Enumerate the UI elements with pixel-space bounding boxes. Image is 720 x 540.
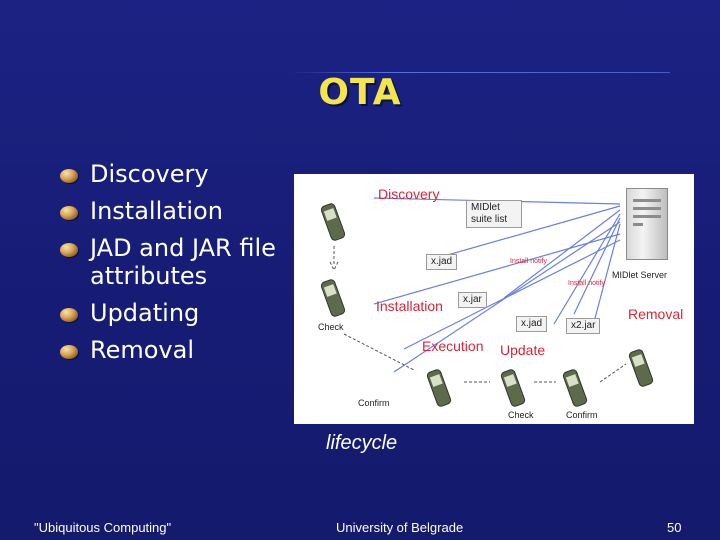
bullet-item: JAD and JAR file attributes [60,234,300,290]
title-divider [290,72,670,73]
install-notify-label: Install notify [510,258,547,265]
removal-label: Removal [628,306,684,322]
server-icon [626,188,668,260]
phone-icon [562,369,588,407]
bullet-item: Discovery [60,160,300,188]
slide-title: OTA [318,72,402,113]
bullet-text: Discovery [90,160,209,188]
footer-course: "Ubiquitous Computing" [34,520,172,535]
jar-box: x.jar [458,292,487,308]
phone-icon [500,369,526,407]
jad-box-2: x.jad [516,316,548,332]
bullet-text: JAD and JAR file attributes [90,234,276,290]
jad-box: x.jad [426,254,458,270]
bullet-text: Removal [90,336,195,364]
execution-label: Execution [422,338,484,354]
bullet-icon [60,169,78,183]
bullet-icon [60,206,78,220]
bullet-icon [60,345,78,359]
discovery-label: Discovery [378,186,440,202]
bullet-icon [60,308,78,322]
bullet-item: Installation [60,197,300,225]
phone-icon [320,203,346,241]
footer-university: University of Belgrade [336,520,464,535]
page-number: 50 [667,520,682,535]
bullet-icon [60,243,78,257]
bullet-item: Removal [60,336,300,364]
confirm-label: Confirm [358,398,390,408]
check-label: Check [318,322,344,332]
phone-icon [628,349,654,387]
jar2-box: x2.jar [566,318,601,334]
confirm-label-2: Confirm [566,410,598,420]
midlet-suite-list-box: MIDlet suite list [466,200,522,228]
diagram-arrows [329,197,627,383]
bullet-text: Installation [90,197,223,225]
ota-lifecycle-diagram: Discovery MIDlet suite list x.jad Instal… [294,174,694,424]
phone-icon [426,369,452,407]
phone-icon [320,279,346,317]
midlet-server-label: MIDlet Server [612,270,668,280]
update-label: Update [500,342,546,358]
bullet-text: Updating [90,299,200,327]
bullet-list: Discovery Installation JAD and JAR file … [60,160,300,373]
bullet-item: Updating [60,299,300,327]
check-label-2: Check [508,410,534,420]
installation-label: Installation [376,298,443,314]
install-notify-label-2: Install notify [568,280,605,287]
diagram-caption: lifecycle [326,432,398,454]
